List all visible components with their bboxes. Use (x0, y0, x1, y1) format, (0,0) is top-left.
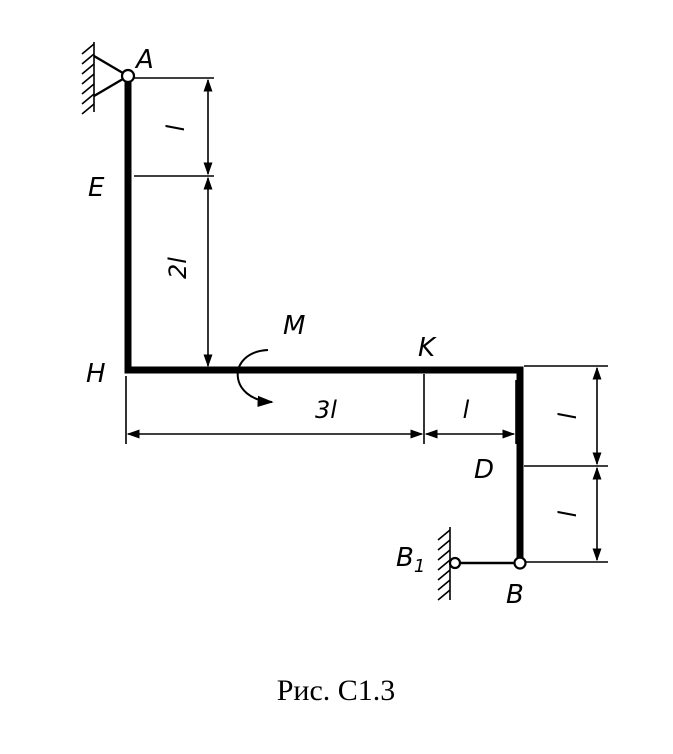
label-h: H (86, 359, 106, 389)
label-m: M (283, 311, 305, 341)
label-b1: B1 (396, 543, 425, 577)
hinge-b1 (448, 556, 462, 570)
wall-a-hatching (81, 43, 95, 115)
hinge-b (513, 556, 527, 570)
dim-label-corner-d: l (554, 412, 582, 419)
wall-b1-hatching (437, 529, 451, 601)
moment-arrow (236, 349, 274, 407)
label-d: D (474, 455, 494, 485)
figure-caption: Рис. С1.3 (277, 674, 396, 707)
label-a: A (134, 45, 154, 75)
support-a (81, 42, 131, 115)
label-b: B (506, 580, 524, 610)
dim-label-db: l (554, 510, 582, 517)
dim-label-k-corner: l (463, 396, 470, 424)
label-e: E (88, 173, 105, 203)
dimensions-right (524, 365, 608, 563)
frame (120, 68, 524, 564)
dim-label-hk: 3l (315, 396, 337, 424)
rod-b-b1 (437, 527, 527, 601)
dimensions-left (134, 77, 214, 368)
dim-label-ae: l (162, 124, 190, 131)
label-k: K (418, 333, 437, 363)
hinge-a (120, 68, 136, 84)
dimensions-bottom (125, 374, 517, 444)
moment-m (236, 349, 274, 407)
dim-label-eh: 2l (164, 257, 192, 279)
